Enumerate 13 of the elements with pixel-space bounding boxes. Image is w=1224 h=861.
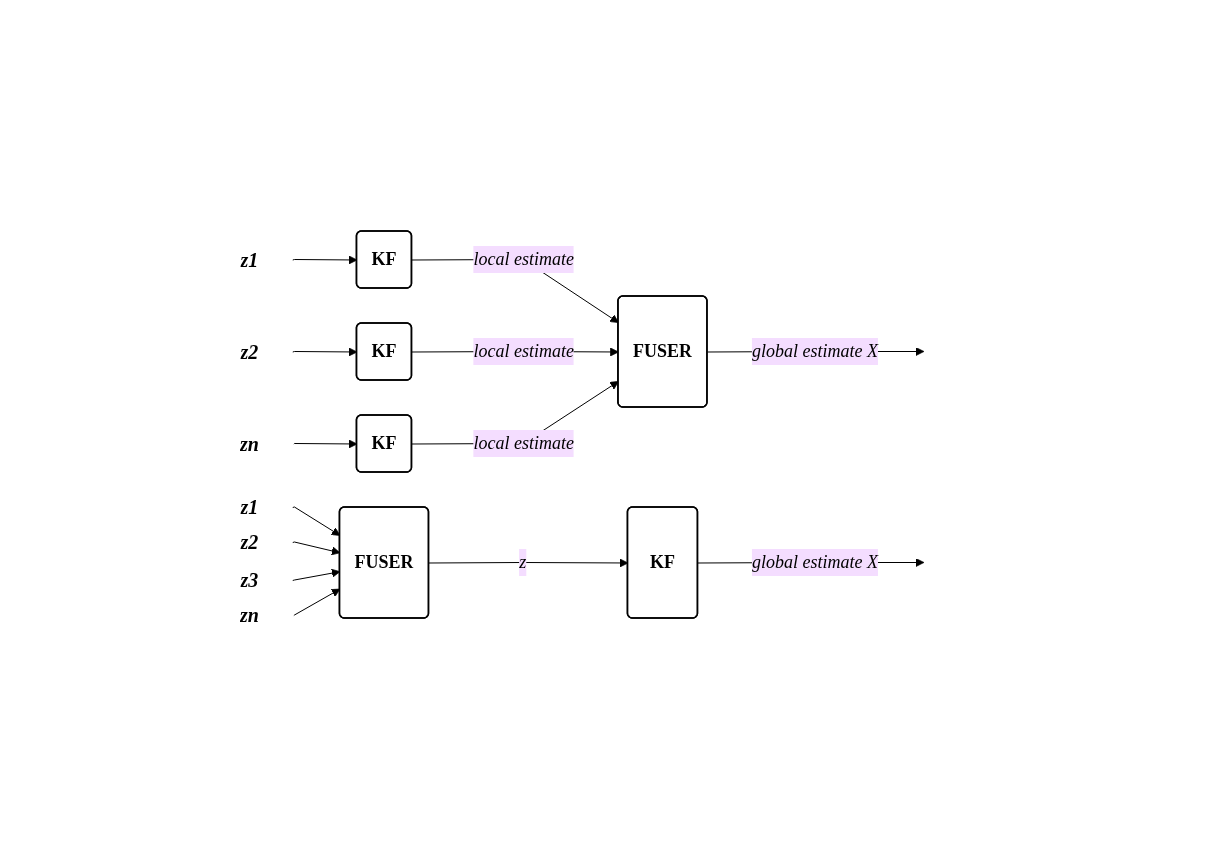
edge-label: global estimate X — [751, 341, 878, 361]
node-text: zn — [240, 604, 259, 626]
node-text: zn — [240, 432, 259, 455]
edge-label: local estimate — [473, 341, 574, 361]
edge-label: local estimate — [473, 433, 574, 453]
node-text: z2 — [240, 340, 259, 363]
node-text: z3 — [240, 569, 259, 591]
edge-label: global estimate X — [751, 552, 878, 572]
node-text: z1 — [240, 248, 259, 271]
edge-label: z — [519, 552, 527, 572]
edge-label: local estimate — [473, 249, 574, 269]
node-text: z1 — [240, 496, 259, 518]
node-text: z2 — [240, 531, 259, 553]
